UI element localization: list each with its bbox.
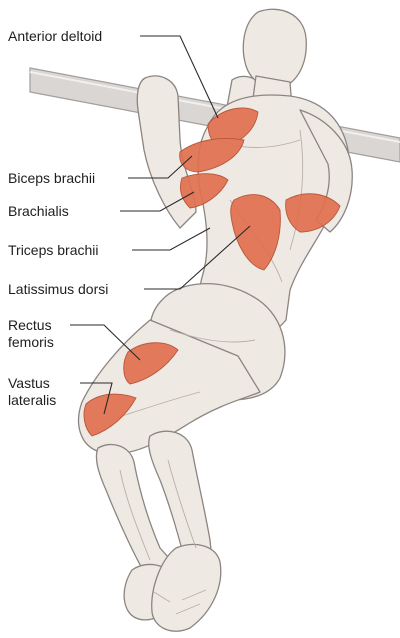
label-vastus-lateralis: Vastus lateralis bbox=[8, 375, 56, 409]
label-latissimus-dorsi: Latissimus dorsi bbox=[8, 281, 108, 298]
head bbox=[243, 9, 306, 88]
label-rectus-femoris: Rectus femoris bbox=[8, 317, 54, 351]
label-brachialis: Brachialis bbox=[8, 203, 69, 220]
leader-triceps-brachii bbox=[132, 228, 210, 250]
label-biceps-brachii: Biceps brachii bbox=[8, 170, 95, 187]
label-anterior-deltoid: Anterior deltoid bbox=[8, 28, 102, 45]
label-triceps-brachii: Triceps brachii bbox=[8, 242, 99, 259]
